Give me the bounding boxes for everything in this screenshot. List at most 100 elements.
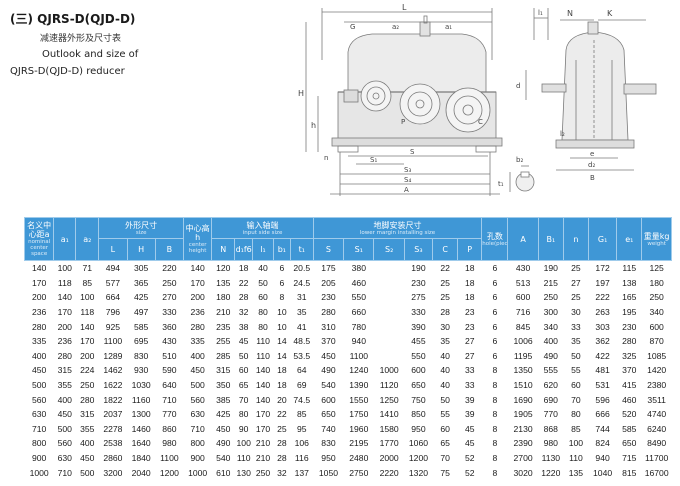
table-cell: 22 xyxy=(277,409,287,420)
table-cell: 8 xyxy=(492,380,498,391)
table-cell: 170 xyxy=(57,307,72,318)
table-cell: 33 xyxy=(464,365,475,376)
table-cell: 710 xyxy=(190,423,205,434)
table-cell: 64 xyxy=(296,365,307,376)
table-cell: 481 xyxy=(595,365,610,376)
table-cell: 18 xyxy=(238,263,249,274)
table-cell: 8 xyxy=(492,409,498,420)
table-cell: 1550 xyxy=(349,394,369,405)
table-cell: 400 xyxy=(190,350,205,361)
col-e1: e₁ xyxy=(616,217,643,261)
table-cell: 170 xyxy=(255,409,271,420)
table-cell: 75 xyxy=(440,467,450,478)
col-a1: a₁ xyxy=(53,217,77,261)
table-cell: 60 xyxy=(571,380,581,391)
table-cell: 230 xyxy=(321,292,336,303)
table-cell: 52 xyxy=(464,453,475,464)
table-cell: 170 xyxy=(255,423,271,434)
table-cell: 1410 xyxy=(379,409,399,420)
table-cell: 10 xyxy=(277,307,287,318)
table-cell: 980 xyxy=(162,438,177,449)
table-cell: 740 xyxy=(321,423,336,434)
table-cell: 460 xyxy=(351,277,366,288)
label-S3: S₃ xyxy=(404,166,411,174)
table-cell: 224 xyxy=(80,365,95,376)
table-cell: 35 xyxy=(440,336,450,347)
table-cell: 135 xyxy=(568,467,584,478)
table-cell: 600 xyxy=(321,394,336,405)
table-cell: 370 xyxy=(321,336,336,347)
table-cell: 135 xyxy=(216,277,231,288)
label-a1-top: a₁ xyxy=(445,23,452,31)
table-cell: 8 xyxy=(492,394,498,405)
table-cell: 1100 xyxy=(349,350,369,361)
table-cell: 70 xyxy=(571,394,581,405)
table-cell: 497 xyxy=(133,307,149,318)
table-cell: 18 xyxy=(277,365,287,376)
table-cell: 8 xyxy=(492,467,498,478)
table-cell: 250 xyxy=(162,277,177,288)
reducer-drawing: L G a₂ a₁ H h n P xyxy=(298,3,657,196)
table-cell: 18 xyxy=(464,277,475,288)
table-cell: 200 xyxy=(57,321,72,332)
table-cell: 950 xyxy=(411,423,426,434)
table-cell: 110 xyxy=(256,336,270,347)
table-cell: 660 xyxy=(351,307,366,318)
table-cell: 33 xyxy=(464,380,475,391)
label-G: G xyxy=(350,23,355,31)
table-cell: 1100 xyxy=(103,336,123,347)
label-n-left: n xyxy=(324,154,328,162)
table-cell xyxy=(374,290,404,305)
table-cell: 100 xyxy=(80,292,95,303)
group-mount: 地脚安装尺寸 lower margin installing size xyxy=(312,217,483,239)
table-cell: 140 xyxy=(255,394,271,405)
table-cell: 330 xyxy=(411,307,426,318)
table-cell: 28 xyxy=(277,453,287,464)
table-cell: 600 xyxy=(411,365,426,376)
table-cell: 170 xyxy=(31,277,47,288)
table-cell: 400 xyxy=(543,336,558,347)
col-A: A xyxy=(507,217,539,261)
table-cell: 585 xyxy=(133,321,149,332)
table-cell: 1960 xyxy=(349,423,369,434)
table-cell: 630 xyxy=(190,409,205,420)
table-cell: 28 xyxy=(238,292,249,303)
table-cell: 1050 xyxy=(318,467,339,478)
label-K: K xyxy=(607,9,613,18)
table-cell: 55 xyxy=(571,365,581,376)
table-cell: 710 xyxy=(57,467,72,478)
table-cell: 23 xyxy=(464,307,475,318)
table-cell: 590 xyxy=(162,365,177,376)
table-cell: 8 xyxy=(492,365,498,376)
table-cell: 85 xyxy=(82,277,93,288)
table-cell: 1120 xyxy=(379,380,399,391)
table-cell: 1640 xyxy=(131,438,151,449)
table-cell: 6240 xyxy=(647,423,667,434)
table-cell: 490 xyxy=(321,365,336,376)
table-cell: 1622 xyxy=(103,380,123,391)
table-cell: 71 xyxy=(82,263,93,274)
table-cell: 50 xyxy=(258,277,268,288)
table-cell: 16700 xyxy=(644,467,669,478)
table-cell: 6 xyxy=(492,277,498,288)
table-cell: 300 xyxy=(543,307,558,318)
table-cell: 48.5 xyxy=(293,336,311,347)
table-cell: 6 xyxy=(492,307,498,318)
table-cell: 845 xyxy=(515,321,531,332)
table-cell: 85 xyxy=(296,409,307,420)
table-cell: 710 xyxy=(162,394,177,405)
table-cell: 25 xyxy=(440,277,450,288)
col-n: n xyxy=(562,217,589,261)
table-cell: 695 xyxy=(133,336,149,347)
col-a2: a₂ xyxy=(75,217,100,261)
table-cell: 925 xyxy=(105,321,121,332)
table-cell: 220 xyxy=(162,263,177,274)
table-cell xyxy=(374,334,404,349)
table-cell: 1040 xyxy=(593,467,613,478)
table-cell: 215 xyxy=(543,277,558,288)
table-cell: 1006 xyxy=(513,336,533,347)
